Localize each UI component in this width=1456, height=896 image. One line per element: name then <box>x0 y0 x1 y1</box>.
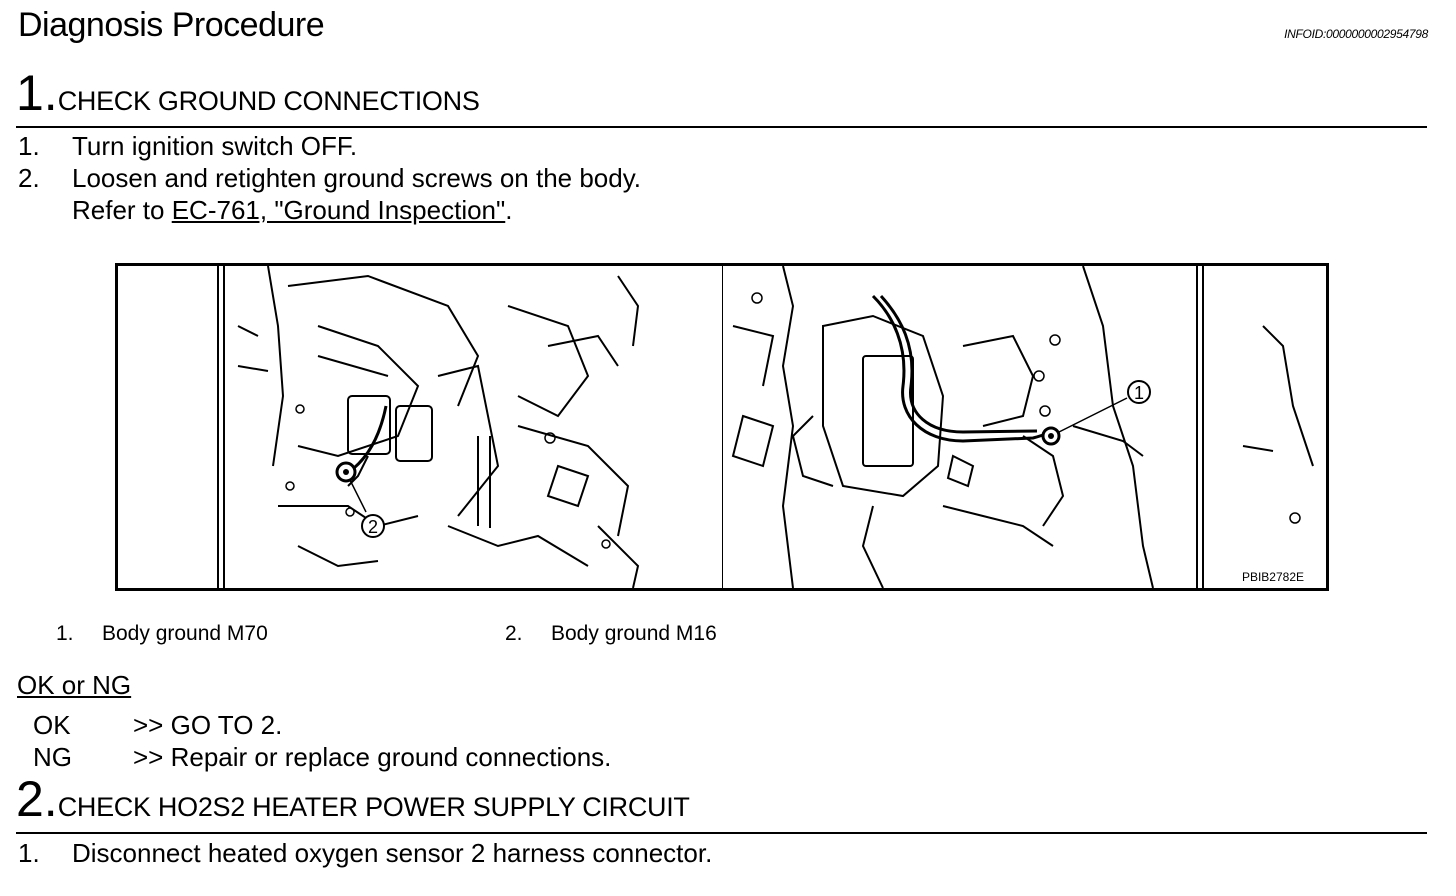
caption-1: 1.Body ground M70 <box>56 622 268 645</box>
step-2-title: CHECK HO2S2 HEATER POWER SUPPLY CIRCUIT <box>57 792 690 822</box>
step-1-title: CHECK GROUND CONNECTIONS <box>57 86 480 116</box>
left-illustration: 2 <box>217 266 640 588</box>
ok-ng-heading: OK or NG <box>17 670 132 700</box>
ground-location-figure: 2 <box>115 263 1329 591</box>
step-1-number: 1. <box>16 65 58 121</box>
callout-1-label: 1 <box>1134 383 1144 403</box>
page-title: Diagnosis Procedure <box>18 6 325 44</box>
step-2-heading: 2.CHECK HO2S2 HEATER POWER SUPPLY CIRCUI… <box>16 774 690 824</box>
step-2-item-1: 1.Disconnect heated oxygen sensor 2 harn… <box>18 838 713 868</box>
figure-code: PBIB2782E <box>1241 570 1304 584</box>
step-1-item-1: 1.Turn ignition switch OFF. <box>18 131 358 161</box>
callout-2-label: 2 <box>368 517 378 537</box>
callout-2-circle <box>361 514 385 538</box>
step-1-rule <box>16 126 1427 128</box>
step-1-refer: Refer to EC-761, "Ground Inspection". <box>72 195 513 225</box>
ground-inspection-link[interactable]: EC-761, "Ground Inspection" <box>171 195 506 225</box>
figure-divider <box>722 266 723 588</box>
step-2-number: 2. <box>16 771 58 827</box>
step-2-rule <box>16 832 1427 834</box>
info-id: INFOID:0000000002954798 <box>1284 27 1428 41</box>
step-1-item-2: 2.Loosen and retighten ground screws on … <box>18 163 642 193</box>
result-ng: NG>> Repair or replace ground connection… <box>33 742 612 772</box>
right-illustration: 1 <box>731 266 1314 588</box>
caption-2: 2.Body ground M16 <box>505 622 717 645</box>
step-1-heading: 1.CHECK GROUND CONNECTIONS <box>16 68 480 118</box>
result-ok: OK>> GO TO 2. <box>33 710 283 740</box>
callout-1-circle <box>1127 380 1151 404</box>
